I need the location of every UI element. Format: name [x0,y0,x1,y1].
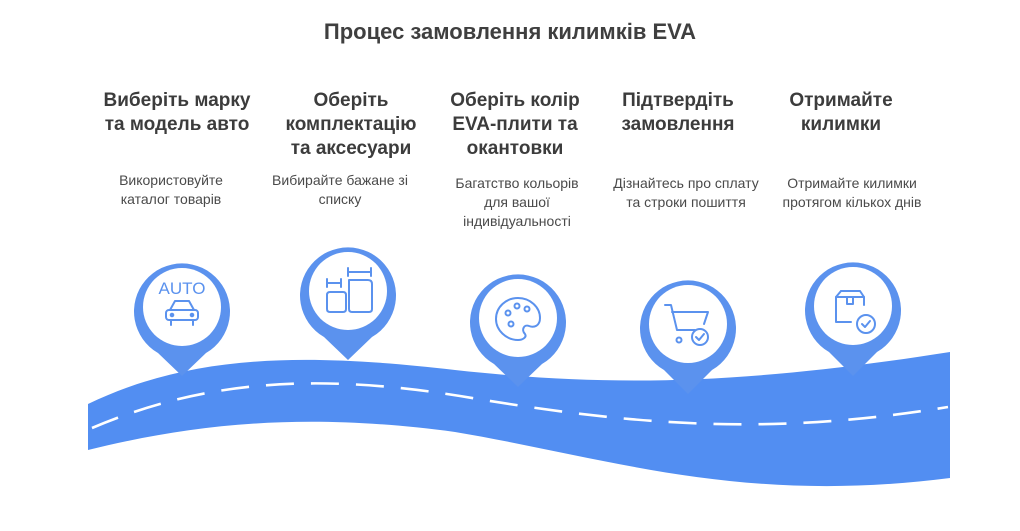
step-2-description: Вибирайте бажане зі списку [272,172,408,207]
car-auto-icon: AUTO [159,279,206,326]
step-3-pin [470,274,566,387]
step-2-pin [300,247,396,360]
step-1-pin: AUTO [134,263,231,376]
step-4-pin [640,280,736,394]
cart-check-icon [664,304,709,346]
step-4-description: Дізнайтесь про сплату та строки пошиття [613,175,759,210]
step-5-description: Отримайте килимки протягом кількох днів [782,175,922,210]
step-5-pin [805,262,901,376]
package-check-icon [835,290,876,334]
road-center-dashes [91,382,949,430]
step-1-description: Використовуйте каталог товарів [119,172,223,207]
road [88,352,950,487]
palette-icon [495,297,541,341]
step-1-title: Виберіть марку та модель авто [103,90,251,135]
mats-size-icon [326,267,373,313]
auto-label: AUTO [159,279,206,298]
diagram-title: Процес замовлення килимків EVA [323,19,697,44]
step-3-title: Оберіть колір EVA-плити та окантовки [450,90,580,159]
step-5-title: Отримайте килимки [789,90,893,135]
step-4-title: Підтвердіть замовлення [621,90,735,135]
step-3-description: Багатство кольорів для вашої індивідуаль… [455,175,579,229]
step-2-title: Оберіть комплектацію та аксесуари [285,90,417,159]
